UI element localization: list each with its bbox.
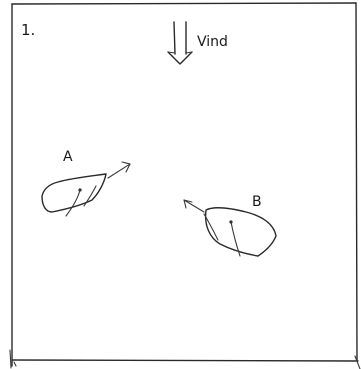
boat-a-label: A bbox=[63, 149, 73, 165]
boat-b-label: B bbox=[252, 194, 262, 210]
panel-frame bbox=[10, 3, 360, 369]
boat-a-sail bbox=[66, 190, 80, 216]
boat-a bbox=[42, 174, 106, 216]
boat-a-boom bbox=[84, 186, 96, 206]
arrow-icon bbox=[108, 162, 130, 178]
down-arrow-icon bbox=[168, 22, 192, 64]
arrow-icon bbox=[184, 200, 204, 212]
panel-number: 1. bbox=[21, 21, 35, 39]
wind-label: Vind bbox=[197, 34, 228, 50]
boat-b bbox=[204, 208, 276, 256]
